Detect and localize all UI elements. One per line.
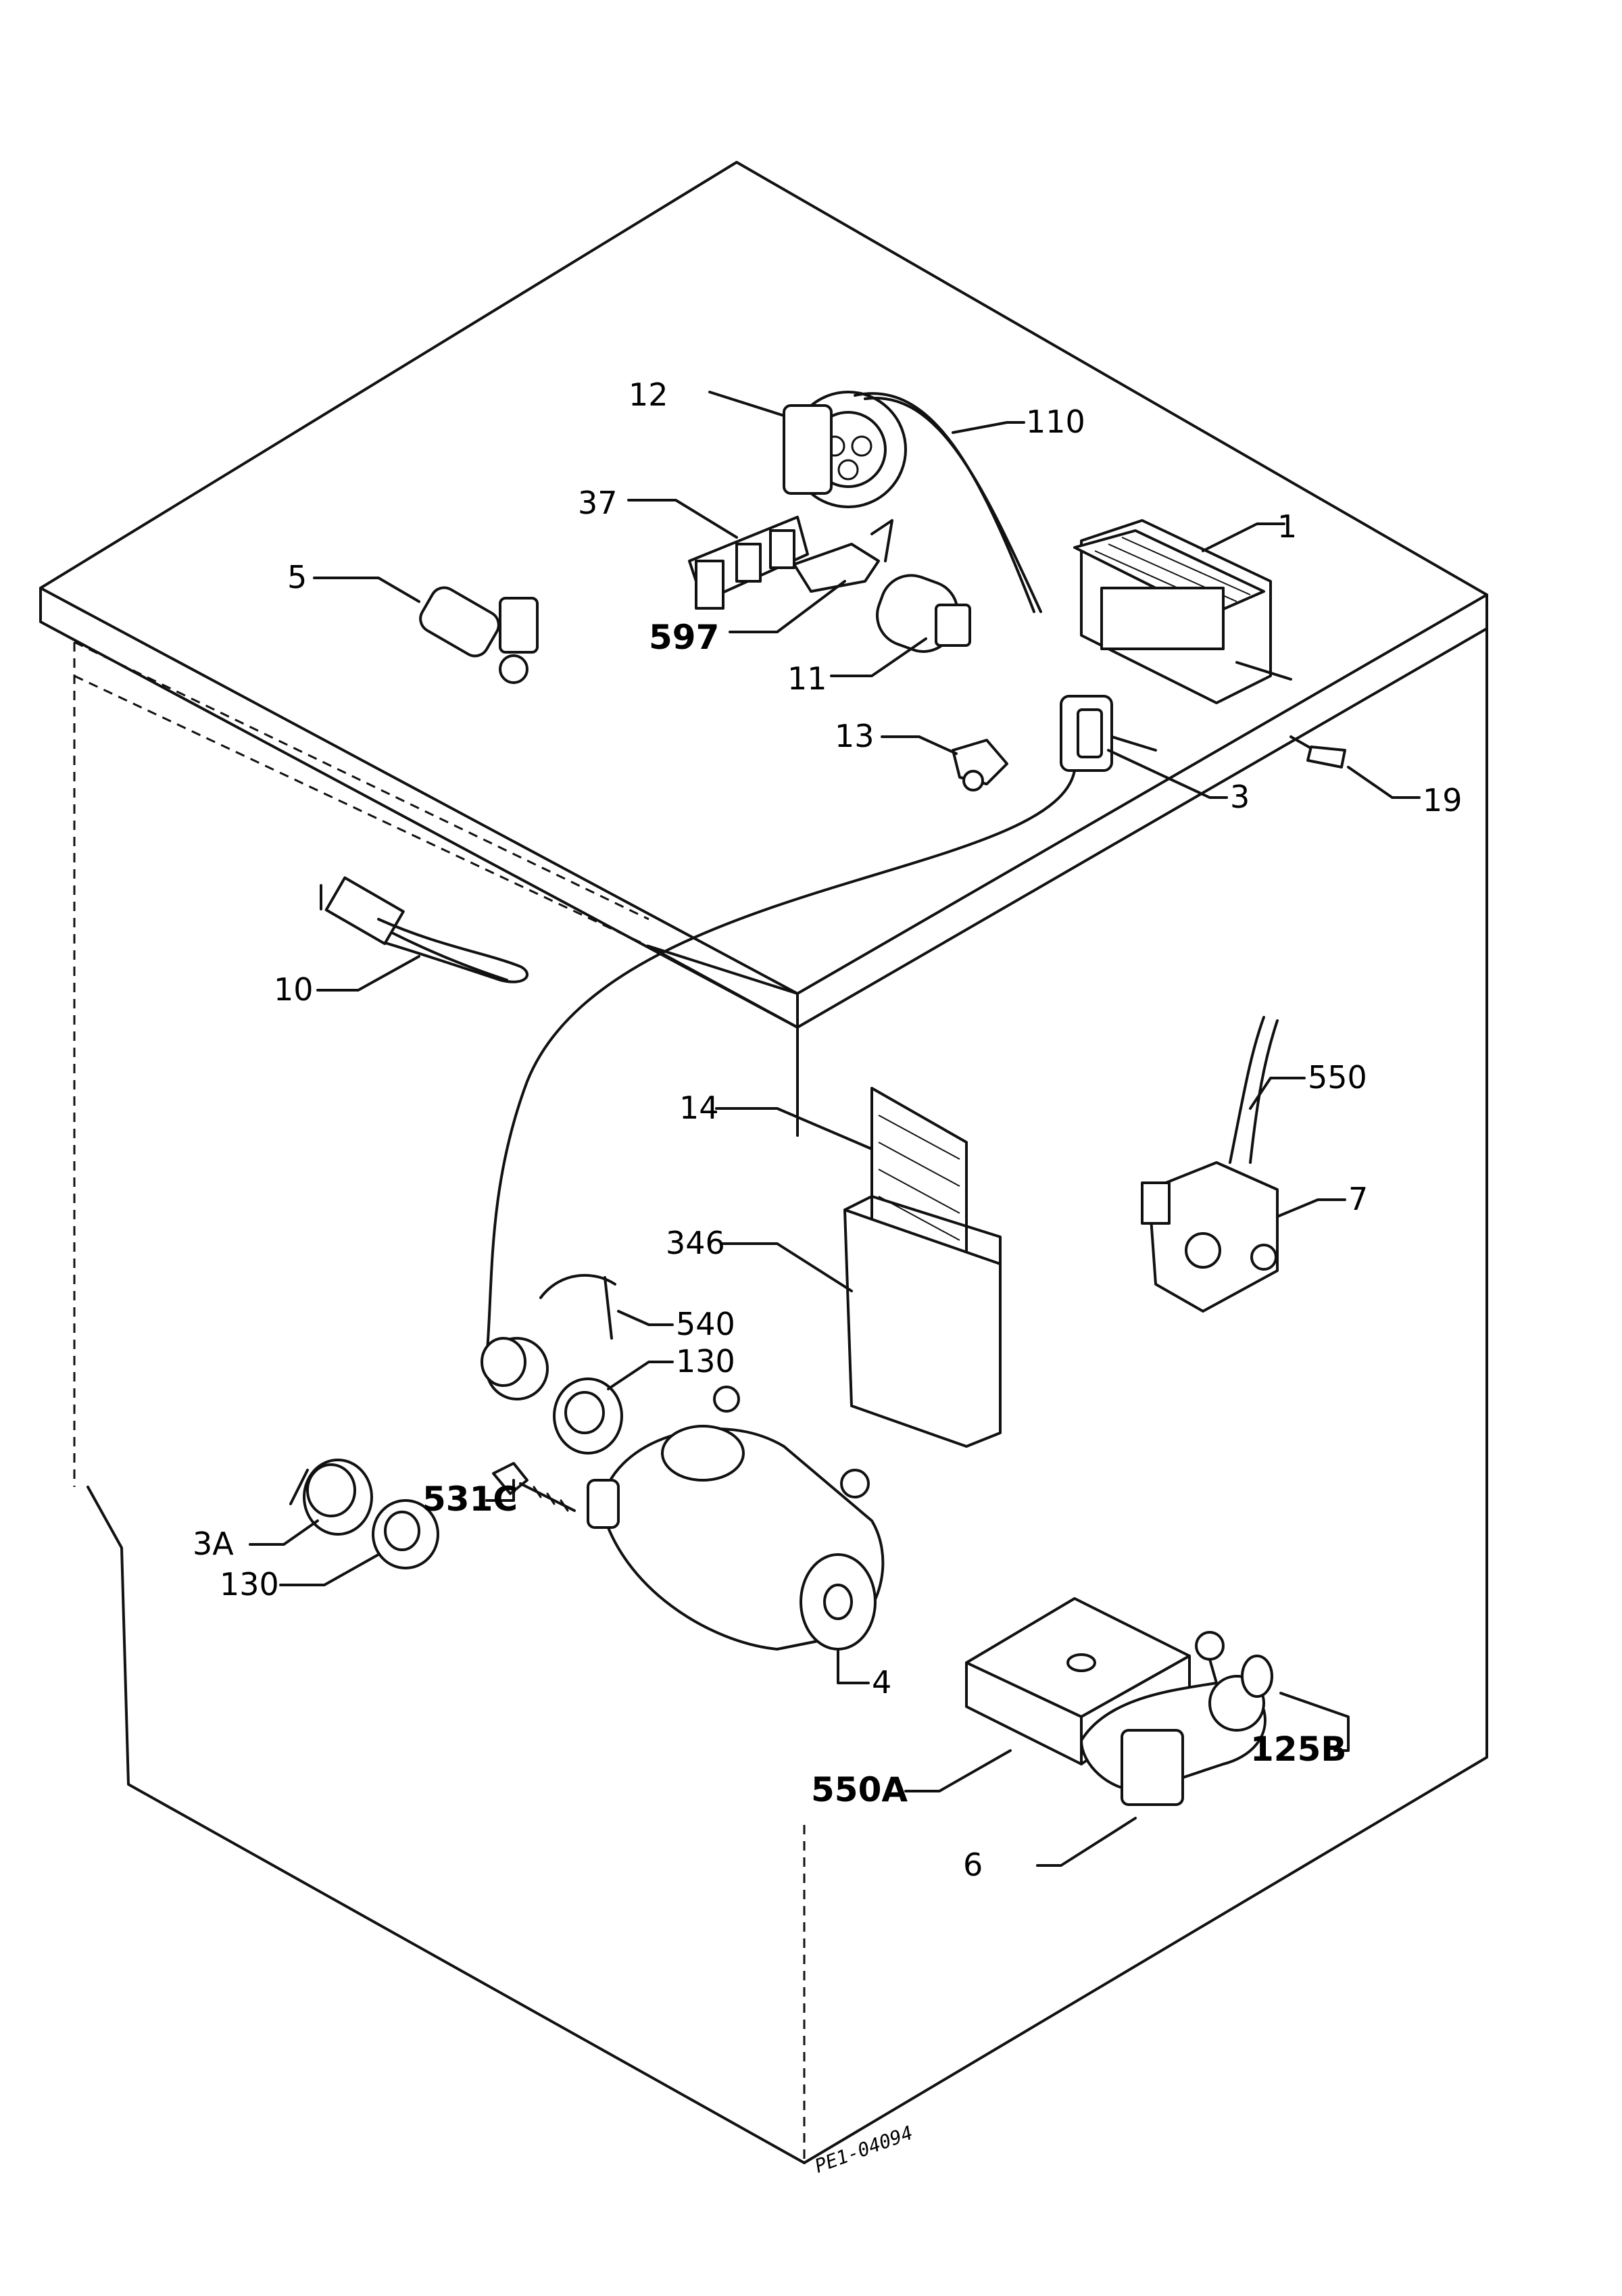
cable-grommet (481, 1337, 549, 1400)
label-130-lower: 130 (220, 1566, 279, 1603)
label-6: 6 (963, 1847, 983, 1883)
label-5: 5 (287, 559, 307, 595)
part-130-seal-lower (279, 1499, 439, 1586)
label-550: 550 (1308, 1059, 1367, 1096)
part-4-motor (587, 1386, 885, 1684)
part-540-clip (539, 1273, 674, 1340)
label-19: 19 (1423, 782, 1463, 819)
part-37-connector-strip (627, 499, 809, 610)
part-10-heater (316, 876, 529, 992)
part-531c-screw (485, 1462, 576, 1512)
part-110-hose (854, 392, 1042, 613)
label-110: 110 (1026, 404, 1085, 440)
label-130-upper: 130 (676, 1343, 735, 1379)
label-4: 4 (872, 1664, 891, 1701)
label-37: 37 (578, 485, 618, 521)
part-12-programmer (708, 391, 907, 508)
label-550a: 550A (811, 1770, 908, 1809)
part-1-module (1073, 519, 1292, 704)
label-14: 14 (679, 1090, 719, 1126)
label-125b: 125B (1250, 1730, 1346, 1769)
label-597: 597 (649, 618, 719, 657)
part-3a-pressure-switch (249, 1459, 373, 1546)
label-3a: 3A (193, 1525, 234, 1562)
label-531c: 531C (422, 1480, 518, 1519)
cabinet-outline (39, 161, 1488, 2164)
part-346-pocket (722, 1195, 1002, 1448)
part-597-bracket (729, 519, 893, 633)
part-13-connector (881, 735, 1008, 791)
part-14-card (715, 1087, 968, 1272)
label-3: 3 (1230, 779, 1250, 815)
part-550-hose (1229, 1016, 1306, 1164)
label-346: 346 (666, 1225, 725, 1261)
part-130-seal-upper (553, 1361, 674, 1455)
part-19-probe (1289, 735, 1421, 799)
label-540: 540 (676, 1306, 735, 1342)
label-1: 1 (1277, 508, 1297, 545)
part-6-drain-pump (1036, 1631, 1267, 1867)
label-11: 11 (787, 660, 827, 697)
part-11-capacitor (830, 574, 971, 677)
label-13: 13 (835, 718, 875, 754)
part-3-switch (485, 695, 1228, 1360)
label-7: 7 (1348, 1181, 1368, 1217)
part-125b-o-ring (1241, 1655, 1350, 1752)
part-5-valve (313, 577, 539, 684)
label-10: 10 (274, 971, 314, 1008)
part-7-pump (1141, 1161, 1346, 1313)
label-12: 12 (629, 376, 668, 413)
